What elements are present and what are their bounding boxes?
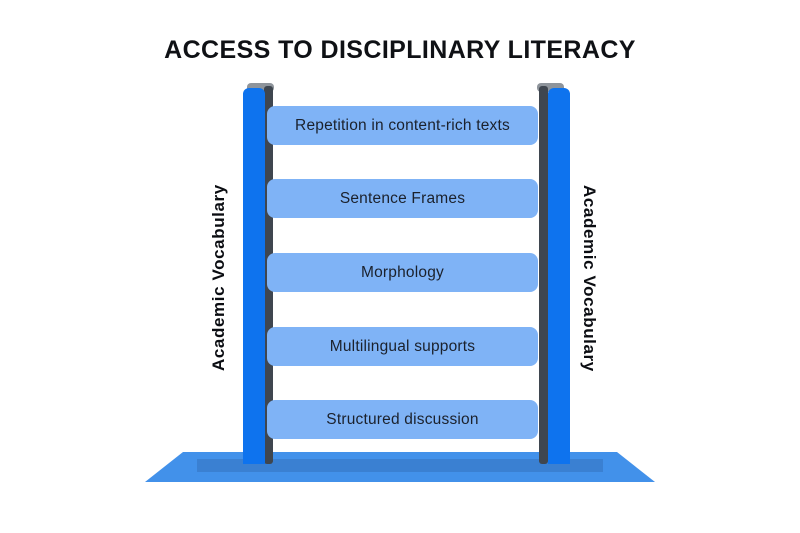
right-pole-cap: [537, 83, 564, 92]
page-title: ACCESS TO DISCIPLINARY LITERACY: [164, 36, 636, 64]
ladder-rung: Repetition in content-rich texts: [267, 106, 538, 145]
ladder-rung: Multilingual supports: [267, 327, 538, 366]
rung-label: Structured discussion: [326, 410, 479, 428]
left-pole-cap: [247, 83, 274, 92]
rung-label: Repetition in content-rich texts: [295, 116, 510, 134]
ladder-rung: Sentence Frames: [267, 179, 538, 218]
rung-label: Sentence Frames: [339, 189, 466, 207]
ladder-rung: Morphology: [267, 253, 538, 292]
ladder-rung: Structured discussion: [267, 400, 538, 439]
ladder-base-shadow: [197, 459, 603, 472]
left-rail-label: Academic Vocabulary: [209, 184, 228, 372]
right-pole: [548, 88, 570, 464]
right-pole-shadow: [539, 86, 548, 464]
rung-label: Multilingual supports: [329, 337, 476, 355]
left-pole: [243, 88, 265, 464]
right-rail-label: Academic Vocabulary: [580, 184, 599, 372]
rung-label: Morphology: [361, 263, 444, 281]
